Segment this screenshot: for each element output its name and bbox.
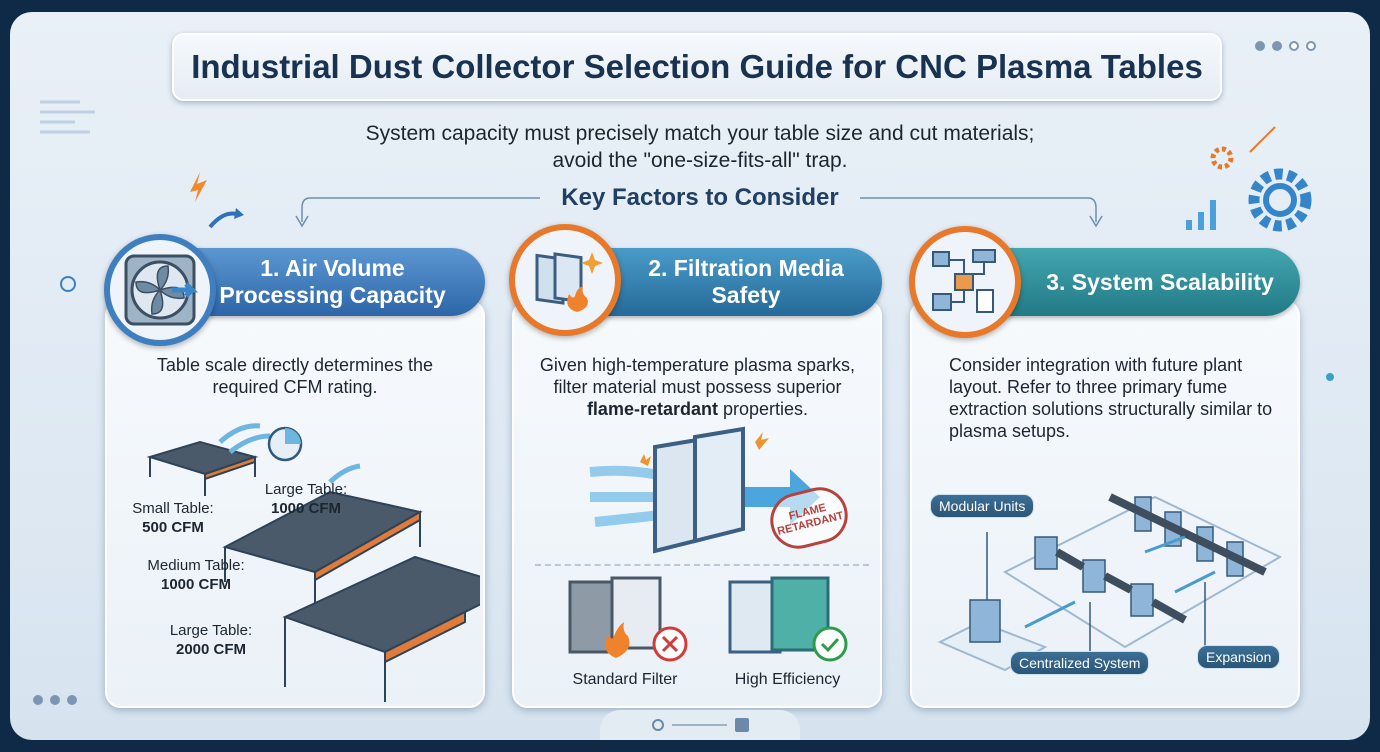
large-table-2000-label: Large Table:2000 CFM [169,622,253,658]
subtitle-line: avoid the "one-size-fits-all" trap. [552,149,848,172]
card1-body: Table scale directly determines the requ… [156,355,434,397]
card3-header: 3. System Scalability [990,248,1300,316]
page-title: Industrial Dust Collector Selection Guid… [191,48,1203,85]
gear-icon [1248,168,1312,232]
filter-comparison-illustration [568,576,848,662]
tag-expansion: Expansion [1197,645,1281,669]
high-efficiency-label: High Efficiency [734,671,841,688]
medium-table-label: Medium Table:1000 CFM [147,557,245,593]
window-dots [1248,38,1316,56]
factory-layout-illustration [937,493,1283,672]
filter-flame-icon [509,224,621,336]
card3-body: Consider integration with future plant l… [949,355,1273,441]
bottom-dots [26,692,77,710]
cnc-tables-illustration [146,423,480,702]
gear-icon-small [1210,146,1234,170]
footer-divider [671,724,727,726]
small-table-label: Small Table:500 CFM [132,500,214,536]
subtitle: System capacity must precisely match you… [210,120,1190,174]
card2-title-line: 2. Filtration Media [648,255,844,281]
title-banner: Industrial Dust Collector Selection Guid… [172,33,1222,101]
factory-layout-icon [909,226,1021,338]
large-table-1000-label: Large Table:1000 CFM [264,481,348,517]
card1-title-line: Processing Capacity [219,282,446,308]
standard-filter-label: Standard Filter [572,671,678,688]
card2-title-line: Safety [711,282,781,308]
subtitle-line: System capacity must precisely match you… [365,122,1035,145]
divider [535,564,869,566]
card3-title: 3. System Scalability [1046,268,1274,295]
x-circle-icon [652,626,688,662]
footer-tab [600,710,800,740]
card2-body: Given high-temperature plasma sparks, fi… [539,355,856,419]
linkedin-icon[interactable] [734,718,749,732]
globe-icon[interactable] [651,719,664,731]
infographic-panel: Industrial Dust Collector Selection Guid… [10,12,1370,740]
check-circle-icon [812,626,848,662]
key-factors-heading: Key Factors to Consider [561,184,839,211]
tag-centralized-system: Centralized System [1010,651,1150,675]
card1-title-line: 1. Air Volume [260,255,405,281]
connector-lines [40,100,1334,381]
fan-icon [104,234,216,346]
tag-modular-units: Modular Units [930,494,1035,518]
